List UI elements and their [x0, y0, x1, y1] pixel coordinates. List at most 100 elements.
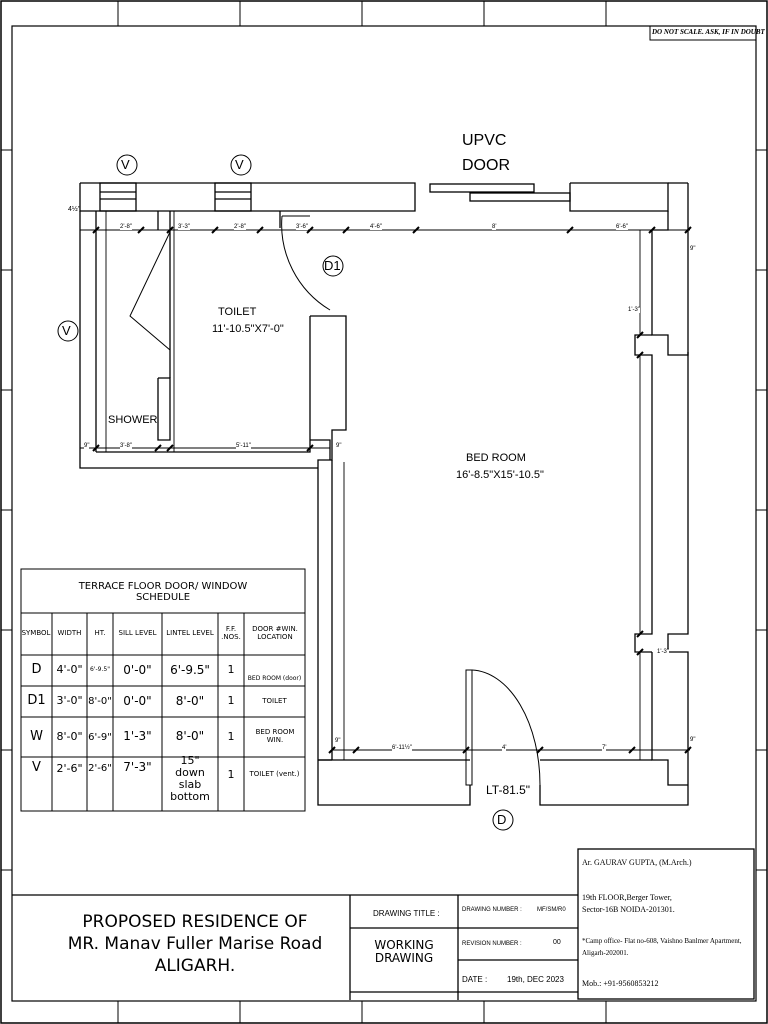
toilet-size: 11'-10.5"X7'-0" — [212, 323, 284, 335]
dim-label: 3'-3" — [178, 224, 190, 230]
shower-label: SHOWER — [108, 414, 158, 426]
project-title-line3: ALIGARH. — [154, 956, 236, 977]
bedroom-size: 16'-8.5"X15'-10.5" — [456, 469, 544, 481]
date-value: 19th, DEC 2023 — [507, 975, 564, 984]
drawing-title-line1: WORKING — [374, 937, 434, 952]
dim-label: 7' — [602, 745, 607, 751]
dim-label: 9" — [690, 246, 696, 252]
dim-label: 9" — [336, 443, 342, 449]
schedule-cell: 3'-0" — [56, 694, 83, 708]
dim-label: 2'-8" — [234, 224, 246, 230]
camp-office-line2: Aligarh-202001. — [582, 949, 629, 957]
upvc-door-label-line2: DOOR — [462, 157, 510, 174]
schedule-cell: 2'-6" — [56, 762, 83, 775]
dim-label: 1'-3" — [628, 307, 640, 313]
schedule-cell: W — [30, 728, 43, 744]
dim-label: 6'-11½" — [392, 745, 412, 751]
tag-circles — [57, 154, 514, 831]
mobile-number: Mob.: +91-9560853212 — [582, 979, 659, 988]
door-tag-d1: D1 — [324, 258, 341, 273]
schedule-cell: 8'-0" — [175, 693, 205, 708]
camp-office-line1: *Camp office- Flat no-608, Vaishno Banlm… — [582, 937, 742, 945]
dim-label: 6'-6" — [616, 224, 628, 230]
drawing-number: MF/SM/R0 — [537, 907, 566, 913]
schedule-cell: BED ROOM (door) — [247, 675, 302, 683]
dimension-lines — [80, 211, 690, 760]
schedule-cell: 8'-0" — [88, 696, 112, 707]
office-address-line2: Sector-16B NOIDA-201301. — [582, 905, 675, 914]
schedule-cell: D1 — [27, 693, 46, 709]
project-title-line1: PROPOSED RESIDENCE OF — [82, 911, 308, 932]
door-tag-d: D — [497, 812, 507, 827]
window-tag-v3: V — [62, 323, 71, 338]
schedule-cell: 1 — [227, 663, 235, 677]
schedule-header: DOOR #WIN. LOCATION — [252, 625, 298, 641]
window-tag-v1: V — [121, 157, 130, 172]
schedule-cell: 6'-9.5" — [170, 662, 210, 677]
bedroom-name: BED ROOM — [466, 452, 526, 464]
schedule-header: SYMBOL — [21, 629, 51, 638]
schedule-cell: 7'-3" — [123, 760, 152, 774]
dim-label: 4'-6" — [370, 224, 382, 230]
schedule-cell: 6'-9.5" — [90, 666, 110, 674]
schedule-cell: 4'-0" — [56, 663, 83, 677]
schedule-cell: 1 — [227, 767, 235, 781]
revision-label: REVISION NUMBER : — [462, 941, 522, 947]
schedule-header: WIDTH — [57, 629, 82, 638]
schedule-cell: D — [31, 662, 42, 678]
schedule-cell: 0'-0" — [123, 693, 152, 708]
project-title-line2: MR. Manav Fuller Marise Road — [67, 933, 323, 954]
schedule-cell: 8'-0" — [56, 729, 83, 743]
schedule-cell: 6'-9" — [88, 731, 112, 743]
schedule-cell: 0'-0" — [123, 662, 152, 677]
dim-label: 1'-3" — [657, 649, 669, 655]
date-label: DATE : — [462, 975, 488, 984]
schedule-table-lines — [20, 568, 306, 812]
dim-label: 2'-8" — [120, 224, 132, 230]
dimension-ticks — [92, 226, 692, 754]
drawing-title-line2: DRAWING — [374, 951, 434, 965]
schedule-cell: 1'-3" — [123, 729, 152, 744]
upvc-door-label-line1: UPVC — [462, 132, 507, 149]
dim-label: 8' — [492, 224, 497, 230]
schedule-cell: 1 — [227, 694, 235, 708]
revision-number: 00 — [553, 939, 561, 946]
schedule-cell: V — [32, 760, 41, 775]
schedule-cell: 8'-0" — [175, 729, 205, 744]
schedule-cell: TOILET — [262, 696, 287, 705]
scale-notice: DO NOT SCALE. ASK, IF IN DOUBT — [652, 28, 765, 36]
project-title: PROPOSED RESIDENCE OF MR. Manav Fuller M… — [40, 904, 350, 984]
title-block-lines — [12, 848, 755, 1000]
dim-label: 5'-11" — [236, 443, 251, 449]
architect-name: Ar. GAURAV GUPTA, (M.Arch.) — [582, 858, 692, 867]
schedule-title-line1: TERRACE FLOOR DOOR/ WINDOW — [78, 581, 248, 592]
schedule-cell: 2'-6" — [88, 763, 112, 774]
schedule-header: F.F. .NOS. — [221, 625, 241, 641]
dim-label: 9" — [690, 737, 696, 743]
dim-label: 4½" — [68, 206, 81, 213]
dim-label: 9" — [335, 738, 341, 744]
toilet-name: TOILET — [218, 306, 257, 318]
dim-label: 4' — [502, 745, 507, 751]
schedule-cell: TOILET (vent.) — [249, 770, 300, 779]
schedule-title-line2: SCHEDULE — [135, 592, 191, 603]
schedule-title: TERRACE FLOOR DOOR/ WINDOW SCHEDULE — [21, 572, 305, 612]
inner-border — [11, 25, 757, 1002]
schedule-header: SILL LEVEL — [118, 629, 157, 638]
lintel-note: LT-81.5" — [486, 783, 531, 797]
dim-label: 3'-6" — [296, 224, 308, 230]
schedule-header: LINTEL LEVEL — [166, 629, 214, 638]
drawing-title: WORKING DRAWING — [350, 932, 458, 972]
drawing-number-label: DRAWING NUMBER : — [462, 907, 522, 913]
window-tag-v2: V — [235, 157, 244, 172]
schedule-cell: 1 — [227, 729, 235, 743]
schedule-cell: BED ROOM WIN. — [255, 728, 295, 744]
schedule-header: HT. — [94, 629, 106, 638]
notice-box — [649, 25, 757, 41]
drawing-title-label: DRAWING TITLE : — [373, 909, 440, 918]
door-swings — [129, 215, 541, 786]
dim-label: 9" — [84, 443, 90, 449]
dim-label: 3'-8" — [120, 443, 132, 449]
